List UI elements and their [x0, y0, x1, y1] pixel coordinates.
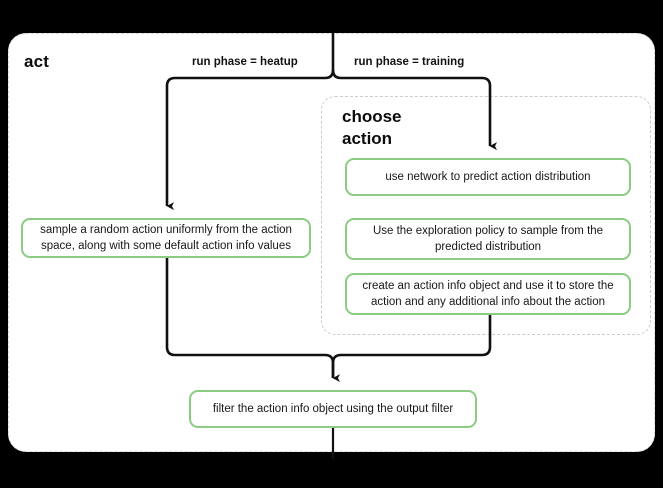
choose-action-group-title: choose action [342, 106, 492, 150]
node-use-network-predict[interactable]: use network to predict action distributi… [345, 158, 631, 196]
edge-label-training: run phase = training [354, 56, 465, 68]
edge-label-heatup: run phase = heatup [192, 56, 298, 68]
act-panel-title: act [24, 52, 50, 71]
node-exploration-policy[interactable]: Use the exploration policy to sample fro… [345, 218, 631, 260]
choose-action-title-line-1: choose [342, 107, 402, 126]
node-create-action-info[interactable]: create an action info object and use it … [345, 273, 631, 315]
choose-action-title-line-2: action [342, 128, 393, 148]
node-sample-random-action[interactable]: sample a random action uniformly from th… [21, 218, 311, 258]
node-filter-output[interactable]: filter the action info object using the … [189, 390, 477, 428]
